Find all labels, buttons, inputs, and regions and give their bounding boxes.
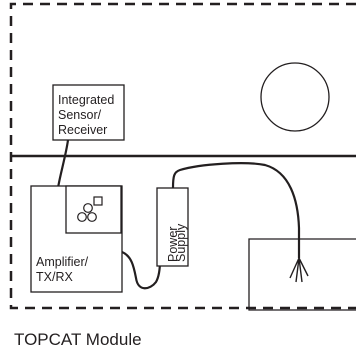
amplifier-label-line1: Amplifier/ — [36, 255, 89, 269]
sensor-cable — [56, 139, 70, 189]
amp-power-cable — [121, 250, 162, 290]
sensor-label-line2: Sensor/ — [58, 108, 102, 122]
power-label-line2: Supply — [174, 223, 188, 262]
frayed-wire-ends — [289, 257, 309, 283]
transducer-circle-right — [87, 212, 97, 222]
sensor-label-line3: Receiver — [58, 123, 107, 137]
power-supply-box — [156, 187, 189, 267]
circle-shape — [260, 62, 330, 132]
transducer-circle-left — [77, 212, 87, 222]
transducer-square — [93, 196, 103, 206]
diagram-caption: TOPCAT Module — [14, 330, 142, 349]
transducer-circle-top — [83, 203, 93, 213]
sensor-label-line1: Integrated — [58, 93, 114, 107]
power-label-line1: Power — [166, 227, 180, 262]
amplifier-label-line2: TX/RX — [36, 270, 73, 284]
right-box — [248, 238, 356, 311]
sensor-receiver-box — [52, 84, 125, 141]
transducer-box — [65, 185, 122, 234]
power-output-cable — [171, 162, 301, 258]
